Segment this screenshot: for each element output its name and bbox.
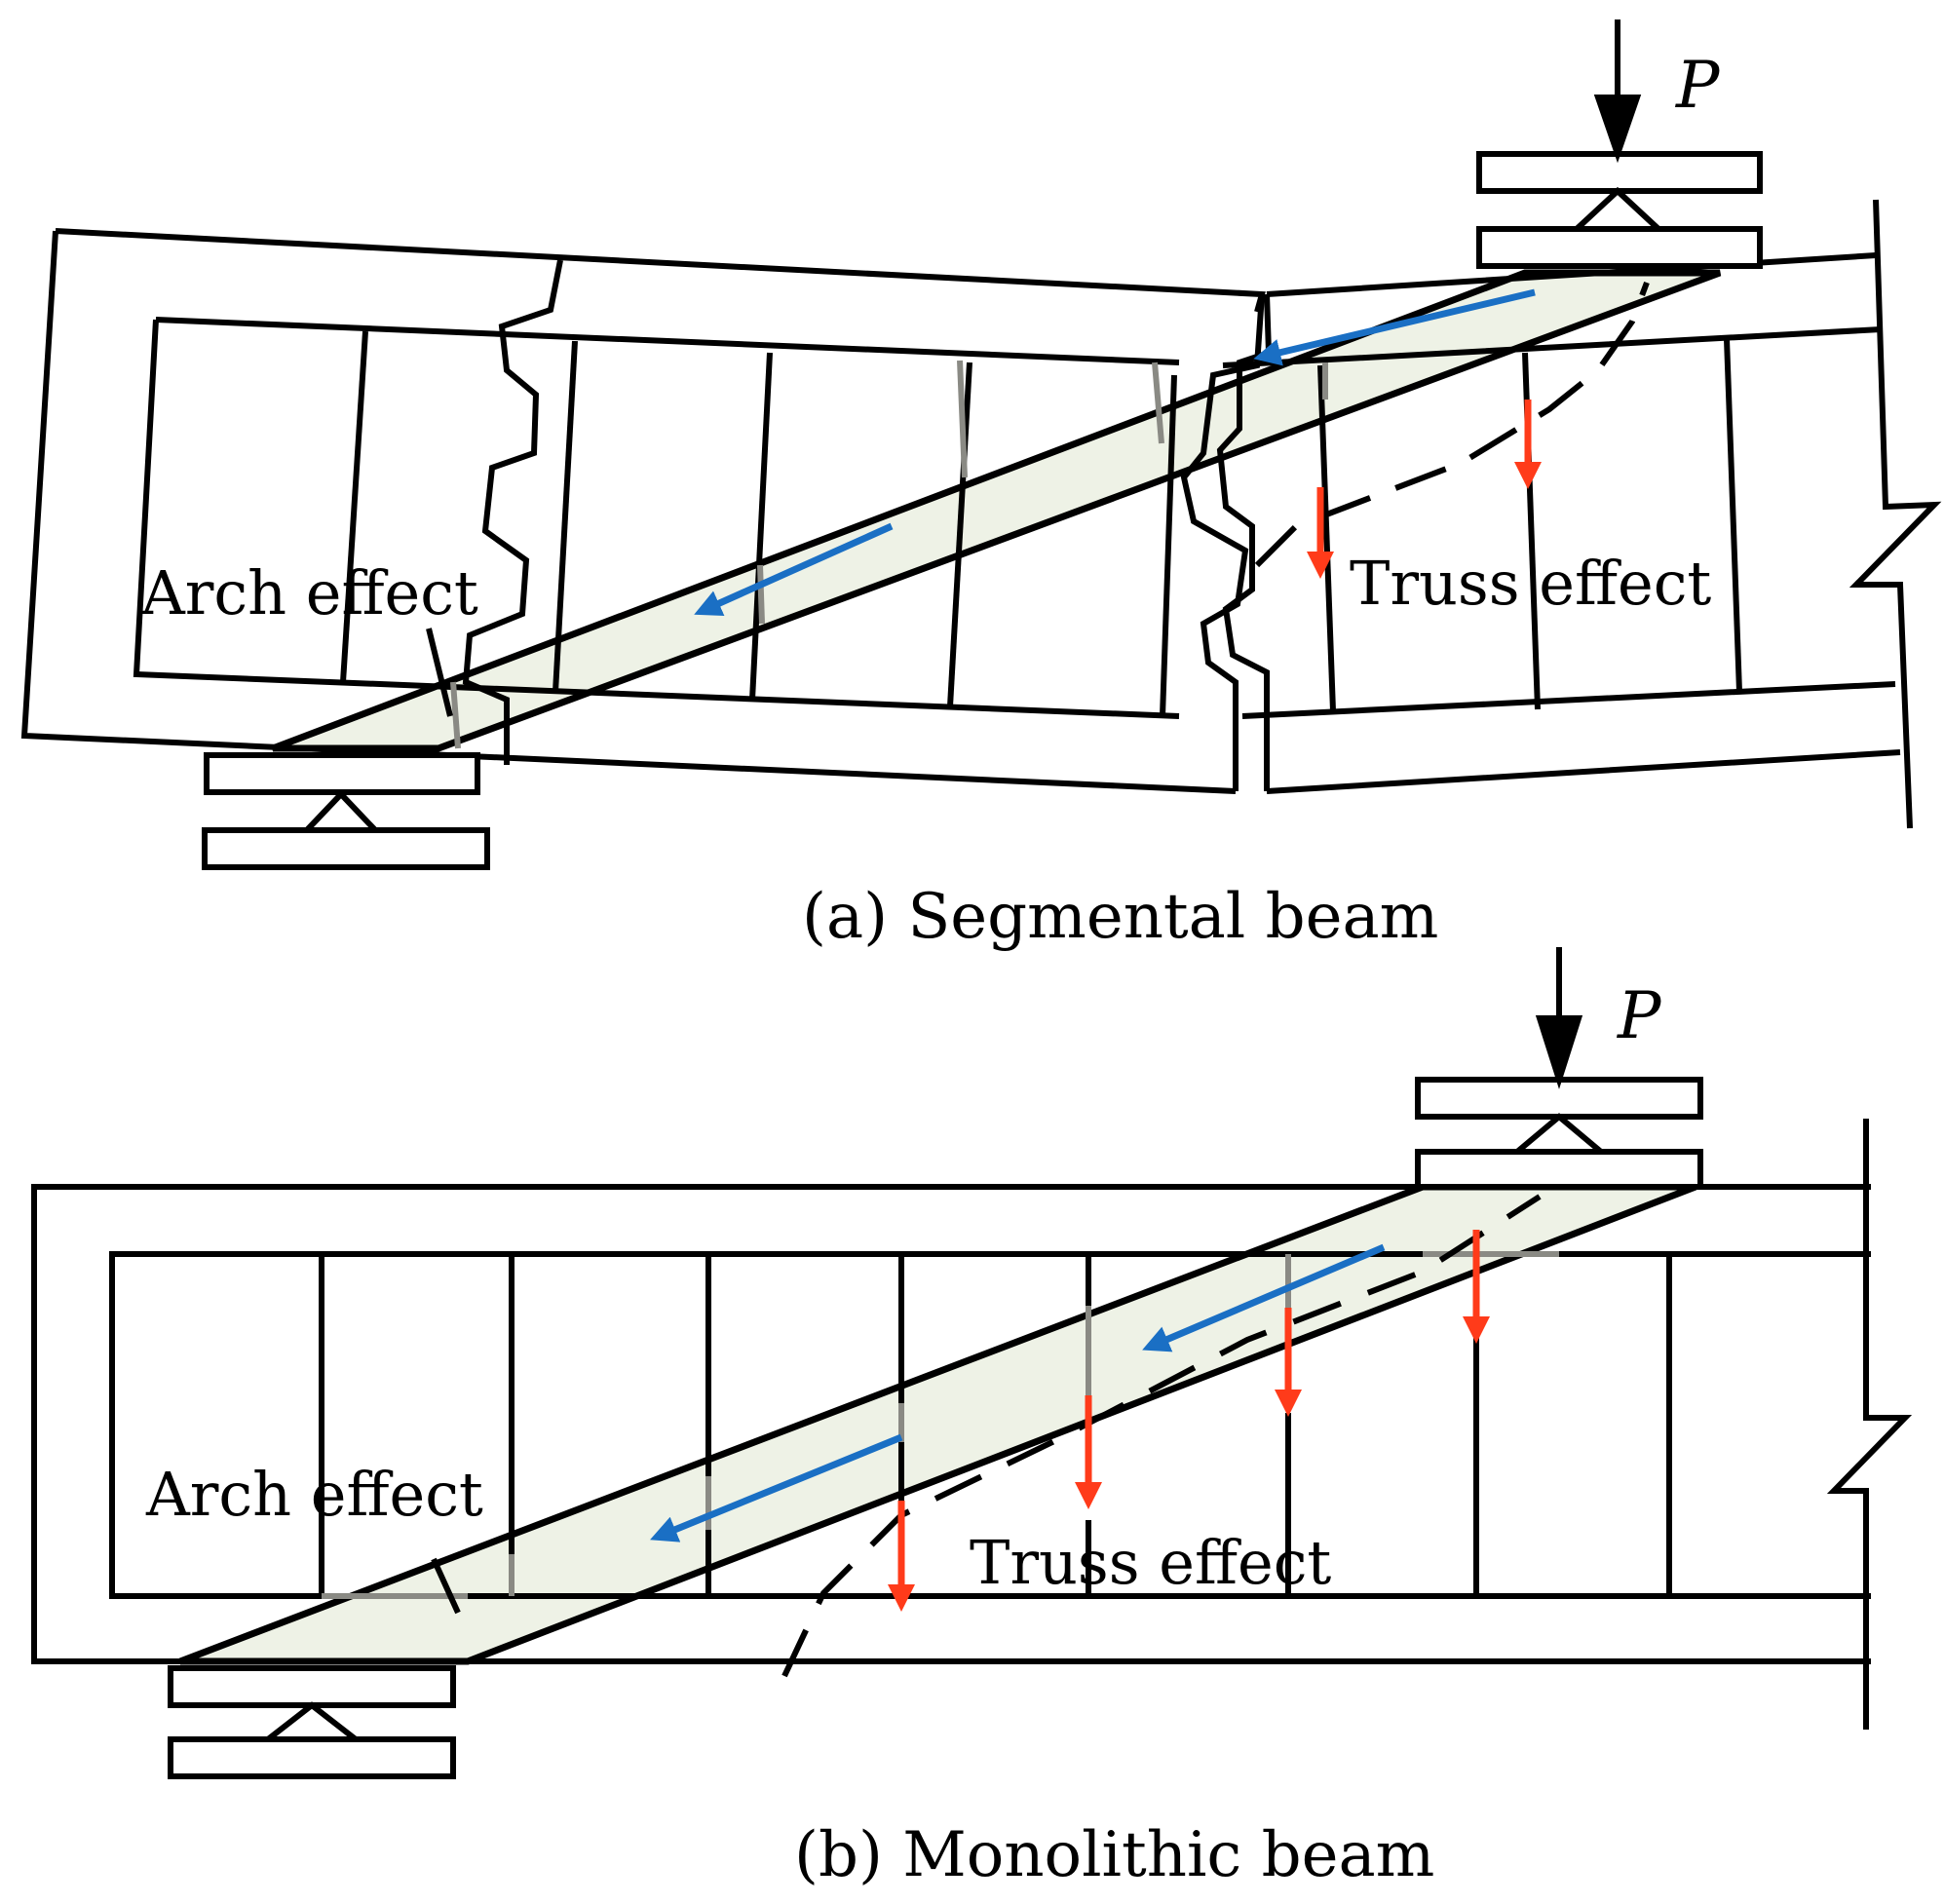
load-plate-b [1415, 1077, 1703, 1190]
compression-arrow-a-2 [694, 522, 894, 617]
truss-effect-label-b: Truss effect [970, 1527, 1331, 1598]
right-segment-outline [1266, 252, 1901, 794]
shear-key-joint-1 [462, 259, 563, 765]
right-segment-web [1222, 326, 1896, 719]
caption-b: (b) Monolithic beam [794, 1819, 1434, 1891]
break-line-a [1849, 199, 1942, 829]
load-arrow-head-b [1535, 1015, 1583, 1089]
break-line-b [1826, 1119, 1913, 1730]
crack-arch-b [431, 1557, 461, 1615]
load-plate-a [1476, 151, 1763, 269]
shear-key-joint-2b [1216, 293, 1273, 791]
arch-effect-label-b: Arch effect [145, 1459, 483, 1530]
load-label-b: P [1617, 978, 1662, 1053]
truss-effect-label-a: Truss effect [1350, 548, 1711, 619]
load-arrow-head-a [1593, 95, 1642, 164]
support-bearing-b [168, 1665, 456, 1779]
compression-strut-b [178, 1183, 1697, 1665]
crack-arch-a [426, 628, 453, 717]
stirrups-a [340, 330, 1742, 717]
support-bearing-a [202, 752, 490, 870]
compression-arrow-a-1 [1253, 288, 1536, 366]
crack-dashed-a [1254, 281, 1650, 568]
crack-dashed-b [781, 1194, 1542, 1678]
left-segment-web [133, 317, 1180, 719]
stirrups-b [319, 1254, 1672, 1596]
stirrups-in-strut-a [450, 360, 1328, 749]
shear-key-joint-2a [1180, 293, 1265, 791]
load-label-a: P [1675, 48, 1721, 123]
beam-web-b [109, 1251, 1871, 1599]
stirrups-in-strut-b [322, 1251, 1559, 1599]
compression-strut-a [271, 269, 1722, 752]
segmental-beam-panel [20, 19, 1942, 870]
beam-outline-b [31, 1184, 1871, 1664]
arch-effect-label-a: Arch effect [140, 557, 478, 628]
caption-a: (a) Segmental beam [802, 881, 1438, 953]
monolithic-beam-panel [31, 947, 1913, 1779]
compression-arrow-b-2 [650, 1433, 903, 1542]
compression-arrow-b-1 [1142, 1243, 1386, 1352]
